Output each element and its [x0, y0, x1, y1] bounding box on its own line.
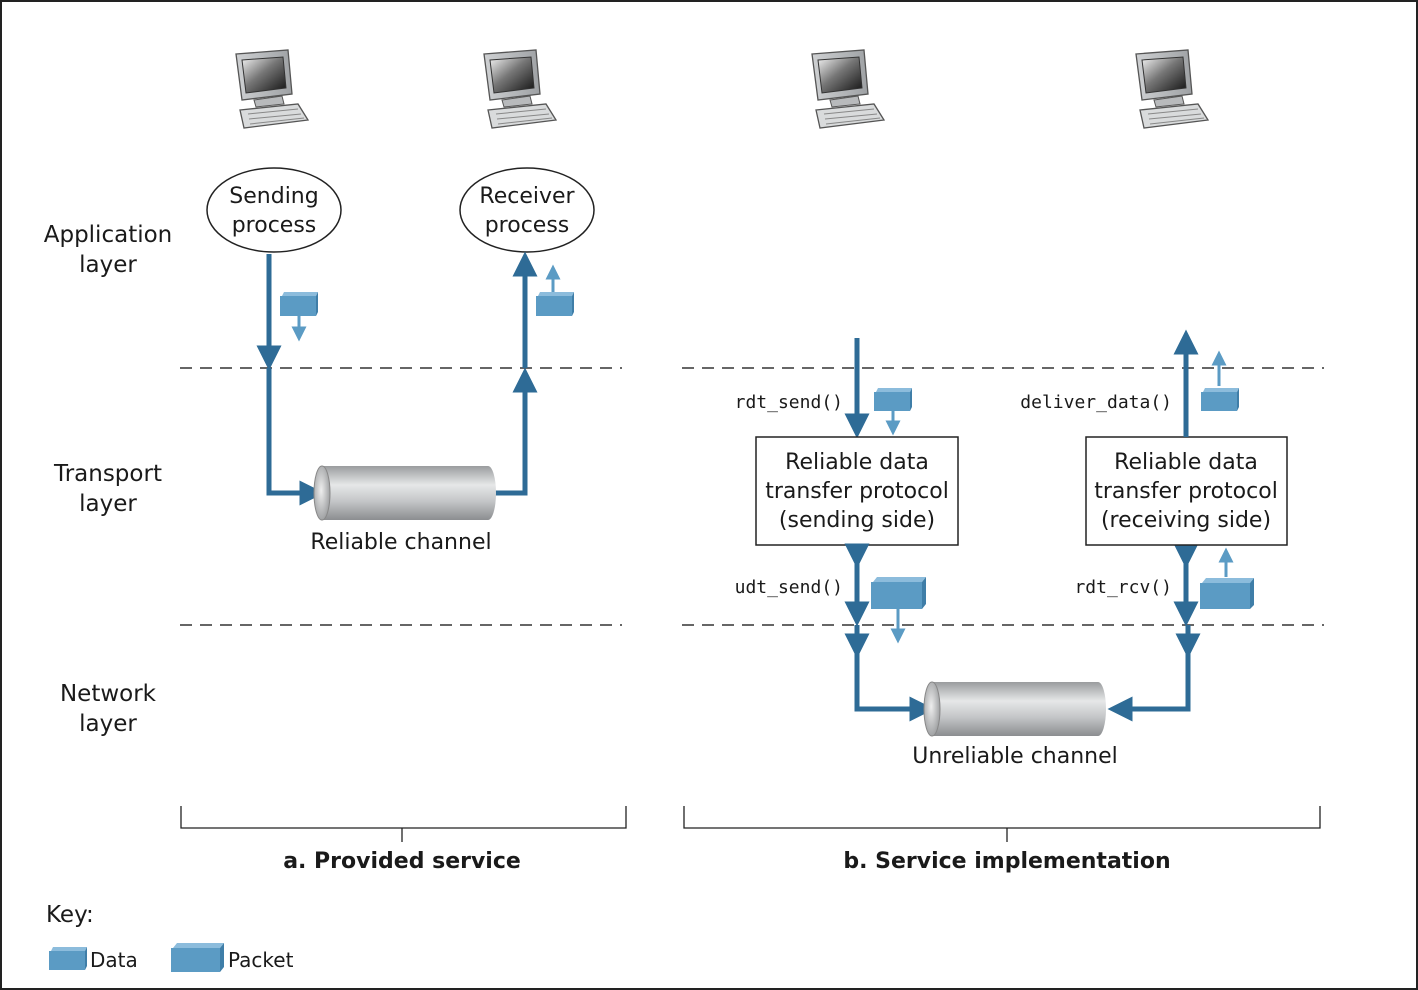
svg-text:Reliable data: Reliable data: [1114, 450, 1258, 475]
key-title: Key:: [46, 902, 94, 928]
provided-service-caption: a. Provided service: [283, 849, 521, 874]
deliver-data-label: deliver_data(): [1020, 392, 1172, 413]
net-to-channel-arrow: [854, 636, 935, 722]
svg-text:process: process: [485, 213, 570, 238]
key-packet-icon: [171, 943, 224, 972]
svg-text:Sending: Sending: [229, 184, 318, 209]
unreliable-channel-pipe: [923, 681, 1106, 737]
net-from-right-arrow: [1107, 636, 1191, 722]
service-implementation-bracket: [683, 806, 1321, 842]
receiver-process: Receiver process: [459, 167, 595, 253]
reliable-channel-label: Reliable channel: [310, 530, 491, 555]
receiver-computer-icon: [483, 49, 557, 129]
data-icon-rdt-send: [874, 388, 912, 436]
svg-text:(receiving side): (receiving side): [1101, 508, 1271, 533]
data-up-icon: [536, 264, 574, 316]
svg-text:layer: layer: [79, 711, 137, 737]
send-to-channel-arrow: [266, 368, 325, 506]
svg-text:layer: layer: [79, 491, 137, 517]
rdt-send-label: rdt_send(): [735, 392, 843, 413]
svg-text:transfer protocol: transfer protocol: [1094, 479, 1278, 504]
svg-text:Receiver: Receiver: [479, 184, 575, 209]
provided-service-bracket: [180, 806, 627, 842]
udt-send-label: udt_send(): [735, 577, 843, 598]
rdt-sending-side-box: Reliable data transfer protocol (sending…: [755, 436, 959, 546]
application-layer-label: Application layer: [44, 222, 173, 278]
data-down-icon: [280, 292, 318, 342]
service-implementation-caption: b. Service implementation: [843, 849, 1170, 874]
key-packet-label: Packet: [228, 948, 294, 972]
svg-text:(sending side): (sending side): [779, 508, 935, 533]
packet-icon-udt-send: [871, 577, 926, 644]
rdt-rcv-label: rdt_rcv(): [1074, 577, 1172, 598]
svg-text:transfer protocol: transfer protocol: [765, 479, 949, 504]
rdt-receiving-side-box: Reliable data transfer protocol (receivi…: [1085, 436, 1288, 546]
svg-text:Reliable data: Reliable data: [785, 450, 929, 475]
packet-icon-rdt-rcv: [1200, 547, 1254, 609]
svg-text:Transport: Transport: [53, 461, 162, 487]
impl-sender-computer-icon: [811, 49, 885, 129]
data-icon-deliver: [1201, 350, 1239, 411]
svg-text:process: process: [232, 213, 317, 238]
sender-computer-icon: [235, 49, 309, 129]
svg-text:Network: Network: [60, 681, 157, 707]
reliable-channel-pipe: [313, 465, 496, 521]
unreliable-channel-label: Unreliable channel: [912, 744, 1118, 769]
network-layer-label: Network layer: [60, 681, 157, 737]
key-data-label: Data: [90, 948, 138, 972]
key-data-icon: [49, 947, 87, 970]
svg-text:Application: Application: [44, 222, 173, 248]
sending-process: Sending process: [206, 167, 342, 253]
impl-receiver-computer-icon: [1135, 49, 1209, 129]
svg-text:layer: layer: [79, 252, 137, 278]
channel-to-receiver-arrow: [495, 367, 538, 496]
transport-layer-label: Transport layer: [53, 461, 162, 517]
